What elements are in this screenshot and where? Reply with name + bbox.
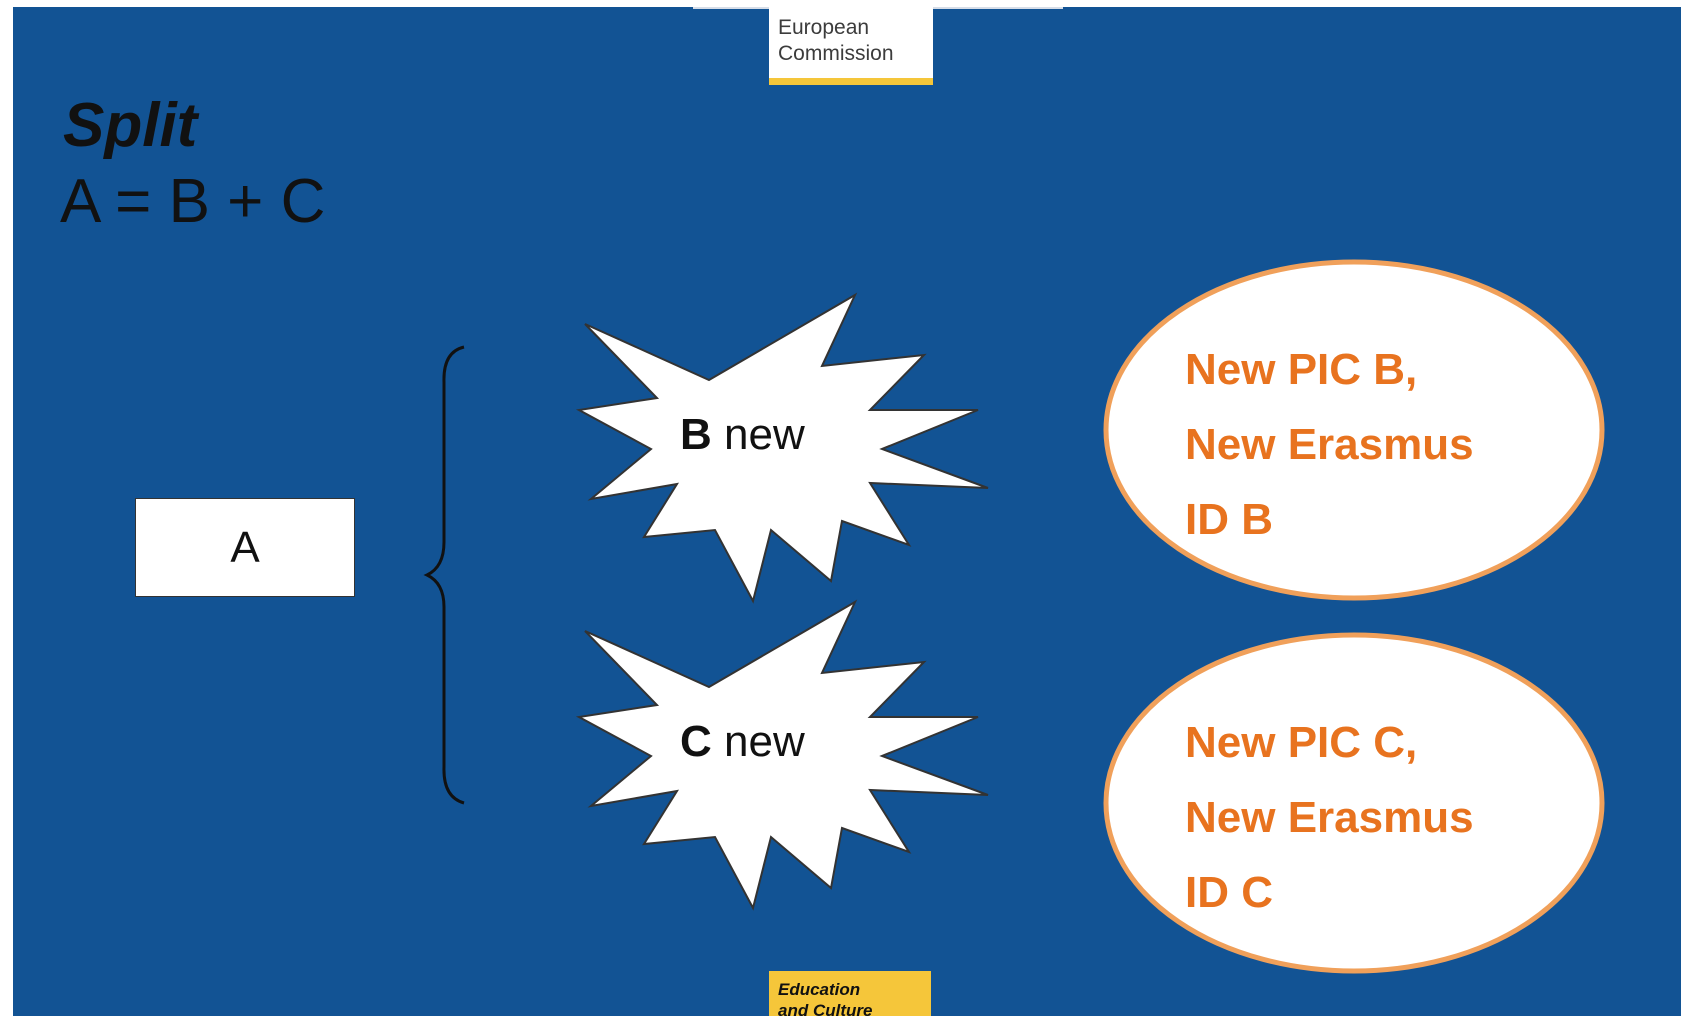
split-diagram: B new C new New PIC B, New Erasmus ID B … [423, 259, 1605, 974]
curly-brace-icon [423, 345, 465, 805]
entity-star-b: B new [575, 292, 989, 604]
result-b-line-2: New Erasmus [1185, 420, 1474, 469]
slide-title: Split [63, 91, 198, 160]
starburst-shape-b [575, 292, 989, 604]
slide: European Commission Split A = B + C A B … [13, 7, 1681, 1016]
education-culture-logo: Education and Culture [769, 971, 931, 1016]
source-entity-box: A [135, 498, 355, 597]
entity-star-c-label: C new [680, 717, 805, 766]
header-rule-left [693, 7, 769, 9]
european-commission-logo: European Commission [769, 7, 933, 85]
logo-line-1: European [778, 16, 870, 39]
entity-star-c: C new [575, 599, 989, 911]
header-rule-right [933, 7, 1063, 9]
starburst-shape-c [575, 599, 989, 911]
result-b-line-3: ID B [1185, 495, 1273, 544]
result-c-line-1: New PIC C, [1185, 718, 1417, 767]
result-c-line-3: ID C [1185, 868, 1273, 917]
footer-logo-line-1: Education [778, 980, 861, 999]
entity-star-b-label: B new [680, 410, 805, 459]
split-formula: A = B + C [60, 167, 326, 236]
result-b-line-1: New PIC B, [1185, 345, 1417, 394]
result-ellipse-b: New PIC B, New Erasmus ID B [1103, 259, 1605, 601]
footer-logo-line-2: and Culture [778, 1001, 873, 1016]
logo-line-2: Commission [778, 42, 894, 65]
result-c-line-2: New Erasmus [1185, 793, 1474, 842]
result-ellipse-c: New PIC C, New Erasmus ID C [1103, 632, 1605, 974]
source-entity-label: A [230, 522, 260, 572]
